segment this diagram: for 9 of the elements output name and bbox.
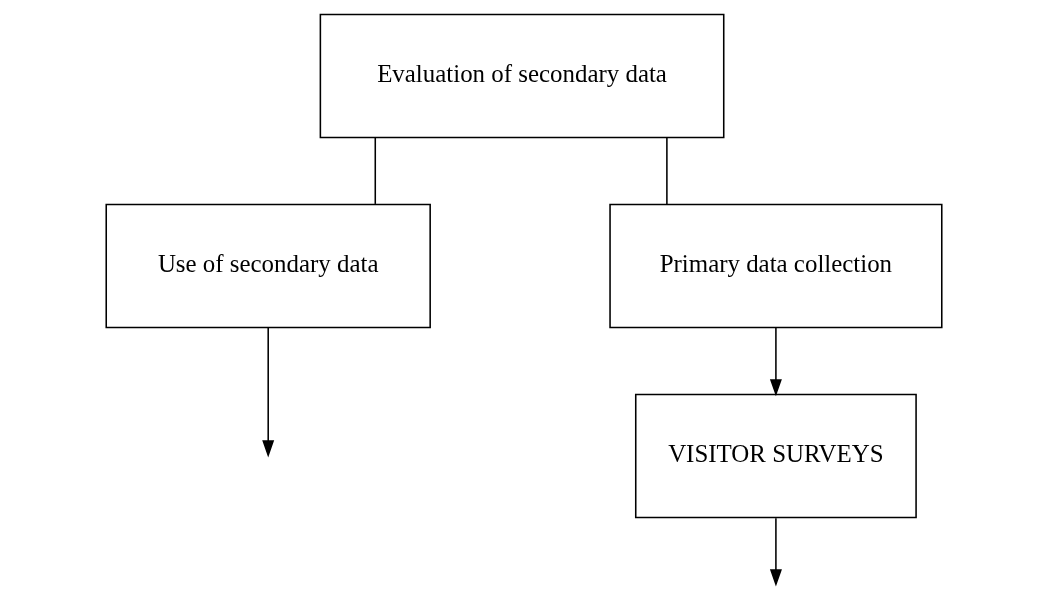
arrow	[769, 326, 782, 397]
node-box: Primary data collection	[609, 203, 943, 329]
node-box: VISITOR SURVEYS	[634, 393, 917, 519]
connector	[666, 136, 668, 205]
connector	[374, 136, 377, 205]
arrow	[262, 326, 275, 458]
arrow	[769, 517, 782, 587]
node-box: Use of secondary data	[105, 203, 431, 329]
node-box: Evaluation of secondary data	[319, 13, 725, 139]
